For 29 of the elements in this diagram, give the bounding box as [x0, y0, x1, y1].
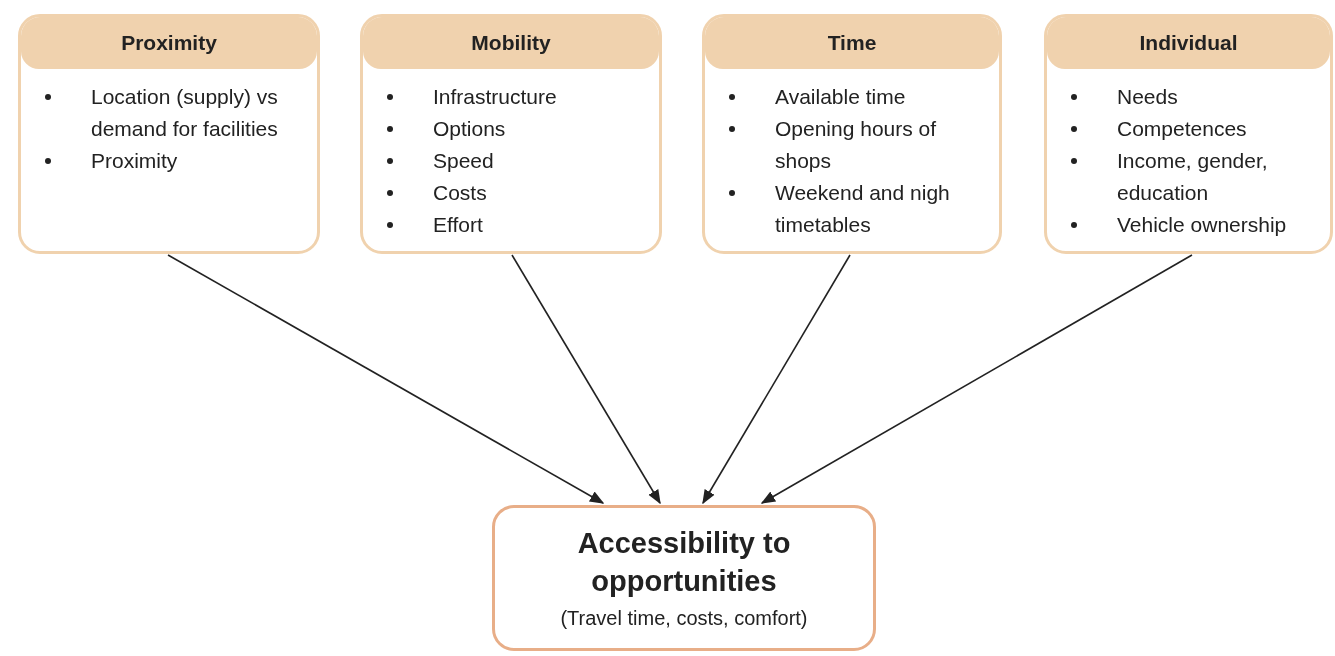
- bullet-item: Income, gender, education: [1117, 148, 1269, 206]
- box-subtitle: (Travel time, costs, comfort): [560, 606, 808, 631]
- category-card: [1044, 14, 1333, 254]
- bullet-item: Proximity: [91, 148, 178, 174]
- box-title: Accessibility to opportunities: [576, 526, 792, 599]
- bullet-item: Opening hours of shops: [775, 116, 938, 174]
- arrow: [511, 254, 661, 505]
- bullet-item: Vehicle ownership: [1117, 212, 1287, 238]
- arrow: [760, 254, 1193, 504]
- bullet-item: Competences: [1117, 116, 1247, 142]
- bullet-item: Available time: [775, 84, 906, 110]
- bullet-item: Effort: [433, 212, 483, 238]
- bullet-item: Needs: [1117, 84, 1178, 110]
- card-header: Proximity: [21, 17, 317, 69]
- category-card: [360, 14, 662, 254]
- bullet-item: Options: [433, 116, 506, 142]
- card-header: Individual: [1047, 17, 1330, 69]
- result-box: [492, 505, 876, 651]
- bullet-item: Infrastructure: [433, 84, 557, 110]
- bullet-item: Location (supply) vs demand for facilities: [91, 84, 279, 142]
- arrow: [702, 254, 851, 505]
- arrow: [167, 254, 605, 504]
- bullet-item: Weekend and nigh timetables: [775, 180, 951, 238]
- card-header: Mobility: [363, 17, 659, 69]
- category-card: [702, 14, 1002, 254]
- bullet-item: Speed: [433, 148, 494, 174]
- card-header: Time: [705, 17, 999, 69]
- category-card: [18, 14, 320, 254]
- bullet-item: Costs: [433, 180, 487, 206]
